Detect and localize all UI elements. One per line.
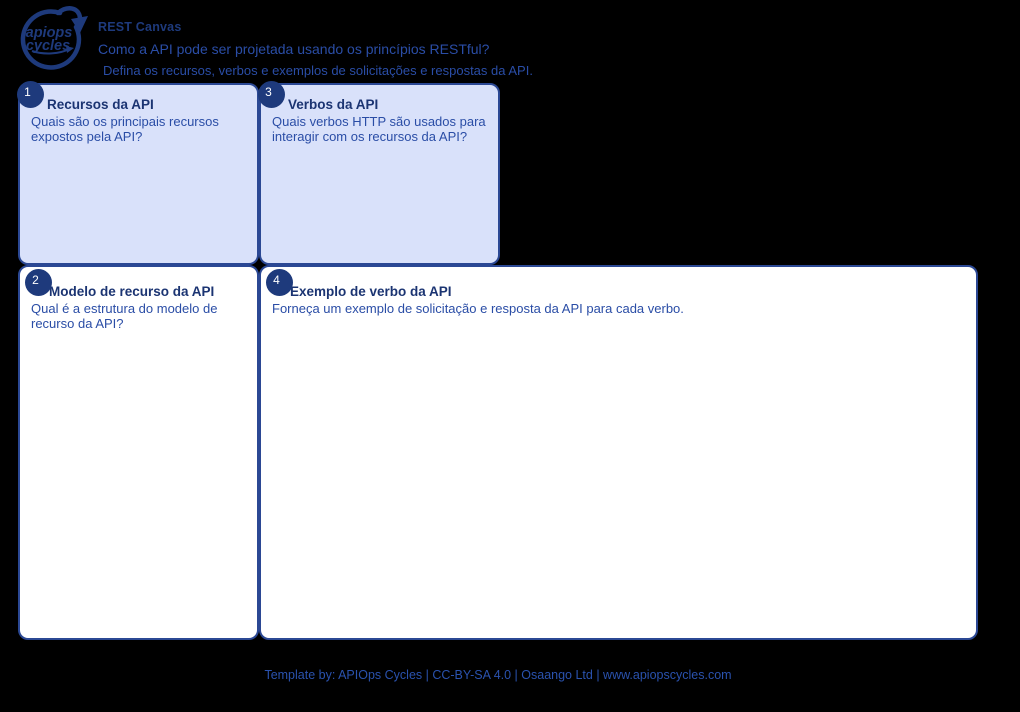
template-credit: Template by: APIOps Cycles | CC-BY-SA 4.… xyxy=(264,668,732,682)
canvas-question: Como a API pode ser projetada usando os … xyxy=(98,41,490,57)
panel-number: 1 xyxy=(24,84,31,99)
panel-description: Quais são os principais recursos exposto… xyxy=(31,114,219,145)
logo-text-line1: apiops xyxy=(26,25,73,41)
panel-description: Quais verbos HTTP são usados para intera… xyxy=(272,114,486,145)
panel-exemplo-de-verbo[interactable]: 4 Exemplo de verbo da API Forneça um exe… xyxy=(259,265,978,640)
panel-number-badge: 2 xyxy=(25,269,52,296)
panel-recursos-da-api[interactable]: 1 Recursos da API Quais são os principai… xyxy=(17,81,259,265)
panel-number: 4 xyxy=(273,272,280,287)
panel-number: 3 xyxy=(265,84,272,99)
panel-title: Verbos da API xyxy=(288,97,379,112)
panel-number-badge: 3 xyxy=(258,81,285,108)
panel-description: Qual é a estrutura do modelo de recurso … xyxy=(31,301,218,332)
panel-number-badge: 1 xyxy=(17,81,44,108)
canvas-instruction: Defina os recursos, verbos e exemplos de… xyxy=(103,63,533,78)
canvas-header: REST Canvas Como a API pode ser projetad… xyxy=(98,20,533,78)
panel-number-badge: 4 xyxy=(266,269,293,296)
panel-description: Forneça um exemplo de solicitação e resp… xyxy=(272,301,684,316)
panel-title: Modelo de recurso da API xyxy=(49,284,215,299)
panel-number: 2 xyxy=(32,272,39,287)
logo-text-line2: cycles xyxy=(26,38,70,54)
canvas-title: REST Canvas xyxy=(98,20,182,34)
panel-modelo-de-recurso[interactable]: 2 Modelo de recurso da API Qual é a estr… xyxy=(18,265,259,640)
cycle-arrow-icon: apiops cycles xyxy=(20,6,88,70)
panel-title: Recursos da API xyxy=(47,97,154,112)
panel-title: Exemplo de verbo da API xyxy=(290,284,452,299)
panel-verbos-da-api[interactable]: 3 Verbos da API Quais verbos HTTP são us… xyxy=(258,81,500,265)
apiops-cycles-logo: apiops cycles xyxy=(8,2,94,70)
